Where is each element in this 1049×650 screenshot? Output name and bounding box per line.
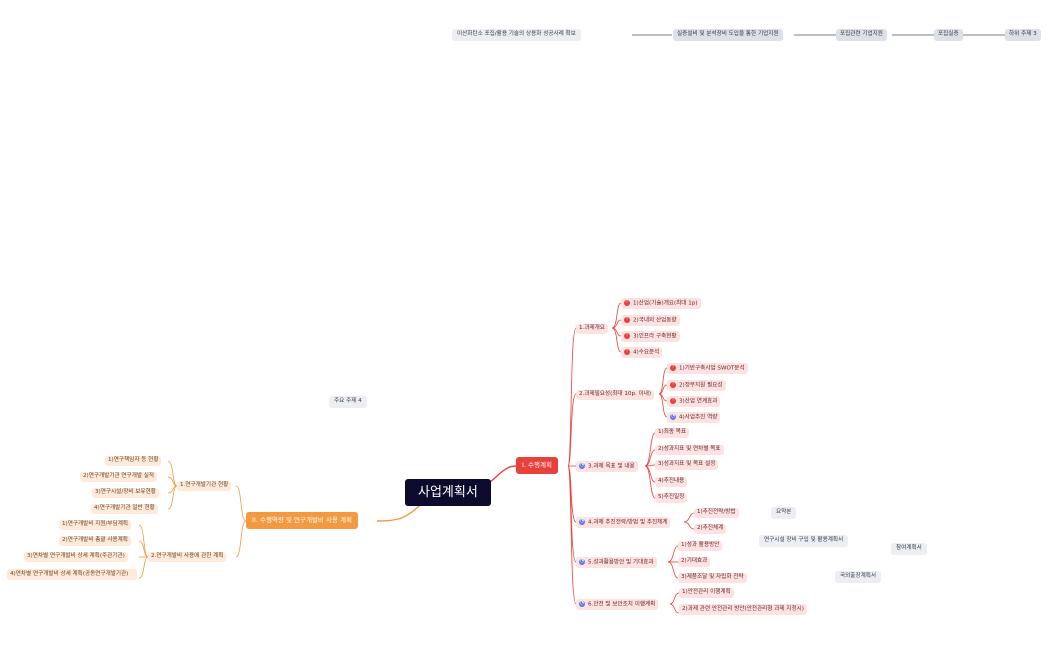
leaf-goals-1[interactable]: 1)최종 목표 bbox=[655, 428, 690, 438]
leaf-safety-1[interactable]: 1)안전관리 이행계획 bbox=[679, 588, 734, 598]
leaf-strategy-1[interactable]: 1)추진전략/방법 bbox=[694, 508, 739, 518]
root-topic[interactable]: 사업계획서 bbox=[405, 479, 491, 506]
leaf-outcomes-1[interactable]: 1)성과 활용방안 bbox=[678, 541, 723, 551]
leaf-necessity-2[interactable]: !2)정부지원 필요성 bbox=[667, 380, 726, 392]
warning-icon: ! bbox=[624, 349, 630, 355]
floating-equipment-plan[interactable]: 연구시설 장비 구입 및 활용계획서 bbox=[759, 535, 849, 547]
leaf-goals-3[interactable]: 3)성과지표 및 목표 설정 bbox=[655, 460, 719, 470]
leaf-status-3[interactable]: 3)연구시설/장비 보유현황 bbox=[92, 488, 159, 498]
node-org-status[interactable]: 1.연구개발기관 현황 bbox=[177, 481, 232, 491]
leaf-budget-4[interactable]: 4)연차별 연구개발비 상세 계획(공동연구개발기관) bbox=[7, 569, 137, 581]
leaf-budget-2[interactable]: 2)연구개발비 총괄 사용계획 bbox=[59, 536, 131, 546]
node-budget-plan[interactable]: 2.연구개발비 사용에 관한 계획 bbox=[148, 552, 227, 562]
floating-main-topic-4[interactable]: 주요 주제 4 bbox=[329, 396, 367, 408]
progress-icon: ◔ bbox=[579, 519, 585, 525]
leaf-status-4[interactable]: 4)연구개발기관 일반 현황 bbox=[91, 504, 158, 514]
leaf-budget-3[interactable]: 3)연차별 연구개발비 상세 계획(주관기관) bbox=[24, 552, 128, 562]
progress-icon: ◔ bbox=[670, 414, 676, 420]
progress-icon: ◔ bbox=[579, 601, 585, 607]
node-goals[interactable]: ◔3.과제 목표 및 내용 bbox=[576, 461, 638, 473]
warning-icon: ! bbox=[624, 300, 630, 306]
warning-icon: ! bbox=[624, 317, 630, 323]
leaf-outcomes-3[interactable]: 3)제품조달 및 자립화 전략 bbox=[678, 573, 747, 583]
leaf-overview-3[interactable]: !3)인프라 구축현황 bbox=[621, 331, 680, 343]
leaf-safety-2[interactable]: 2)과제 관련 안전관리 방안(안전관리형 과제 지정시) bbox=[679, 604, 807, 616]
leaf-goals-2[interactable]: 2)성과지표 및 연차별 목표 bbox=[655, 445, 724, 455]
node-strategy[interactable]: ◔4.과제 추진전략/방법 및 추진체계 bbox=[576, 517, 671, 529]
leaf-goals-5[interactable]: 5)추진일정 bbox=[655, 493, 688, 503]
leaf-goals-4[interactable]: 4)추진내용 bbox=[655, 477, 688, 487]
progress-icon: ◔ bbox=[579, 463, 585, 469]
progress-icon: ◔ bbox=[579, 559, 585, 565]
leaf-outcomes-2[interactable]: 2)기대효과 bbox=[678, 557, 711, 567]
topic-equipment-support[interactable]: 실증설비 및 분석장비 도입을 통한 기업지원 bbox=[673, 29, 783, 41]
topic-capture-support[interactable]: 포집관련 기업지원 bbox=[836, 29, 887, 41]
branch-execution-plan[interactable]: I. 수행계획 bbox=[516, 457, 558, 474]
branch-capability-budget[interactable]: II. 수행역량 및 연구개발비 사용 계획 bbox=[246, 512, 358, 529]
node-project-overview[interactable]: 1.과제개요 bbox=[576, 324, 608, 334]
warning-icon: ! bbox=[670, 398, 676, 404]
floating-participation-plan[interactable]: 참여계획서 bbox=[891, 543, 927, 555]
leaf-overview-2[interactable]: !2)국내외 산업동향 bbox=[621, 315, 680, 327]
leaf-overview-1[interactable]: !1)산업(기술)개요(최대 1p) bbox=[621, 298, 701, 310]
warning-icon: ! bbox=[670, 365, 676, 371]
node-outcomes[interactable]: ◔5.성과활용방안 및 기대효과 bbox=[576, 557, 657, 569]
topic-capture-demo[interactable]: 포집실증 bbox=[934, 29, 963, 41]
leaf-status-1[interactable]: 1)연구책임자 등 현황 bbox=[105, 456, 162, 466]
leaf-status-2[interactable]: 2)연구개발기관 연구개발 실적 bbox=[80, 472, 158, 482]
leaf-budget-1[interactable]: 1)연구개발비 지원/부담계획 bbox=[59, 520, 132, 530]
topic-subtopic-3[interactable]: 하위 주제 3 bbox=[1005, 29, 1041, 41]
node-safety[interactable]: ◔6.안전 및 보안조치 이행계획 bbox=[576, 599, 659, 611]
topic-co2-commercialization[interactable]: 이산화탄소 포집/활용 기술의 상용화 성공사례 확보 bbox=[452, 29, 581, 41]
leaf-strategy-2[interactable]: 2)추진체계 bbox=[694, 524, 727, 534]
warning-icon: ! bbox=[670, 382, 676, 388]
floating-summary[interactable]: 요약본 bbox=[771, 507, 797, 519]
node-necessity[interactable]: 2.과제필요성(최대 10p. 이내) bbox=[576, 390, 655, 400]
leaf-overview-4[interactable]: !4)수요분석 bbox=[621, 347, 663, 359]
leaf-necessity-4[interactable]: ◔4)사업추진 역량 bbox=[667, 412, 721, 424]
warning-icon: ! bbox=[624, 333, 630, 339]
leaf-necessity-1[interactable]: !1)기반구축사업 SWOT분석 bbox=[667, 363, 748, 375]
leaf-necessity-3[interactable]: !3)산업 연계효과 bbox=[667, 396, 721, 408]
floating-overseas-plan[interactable]: 국외출장계획서 bbox=[835, 571, 882, 583]
